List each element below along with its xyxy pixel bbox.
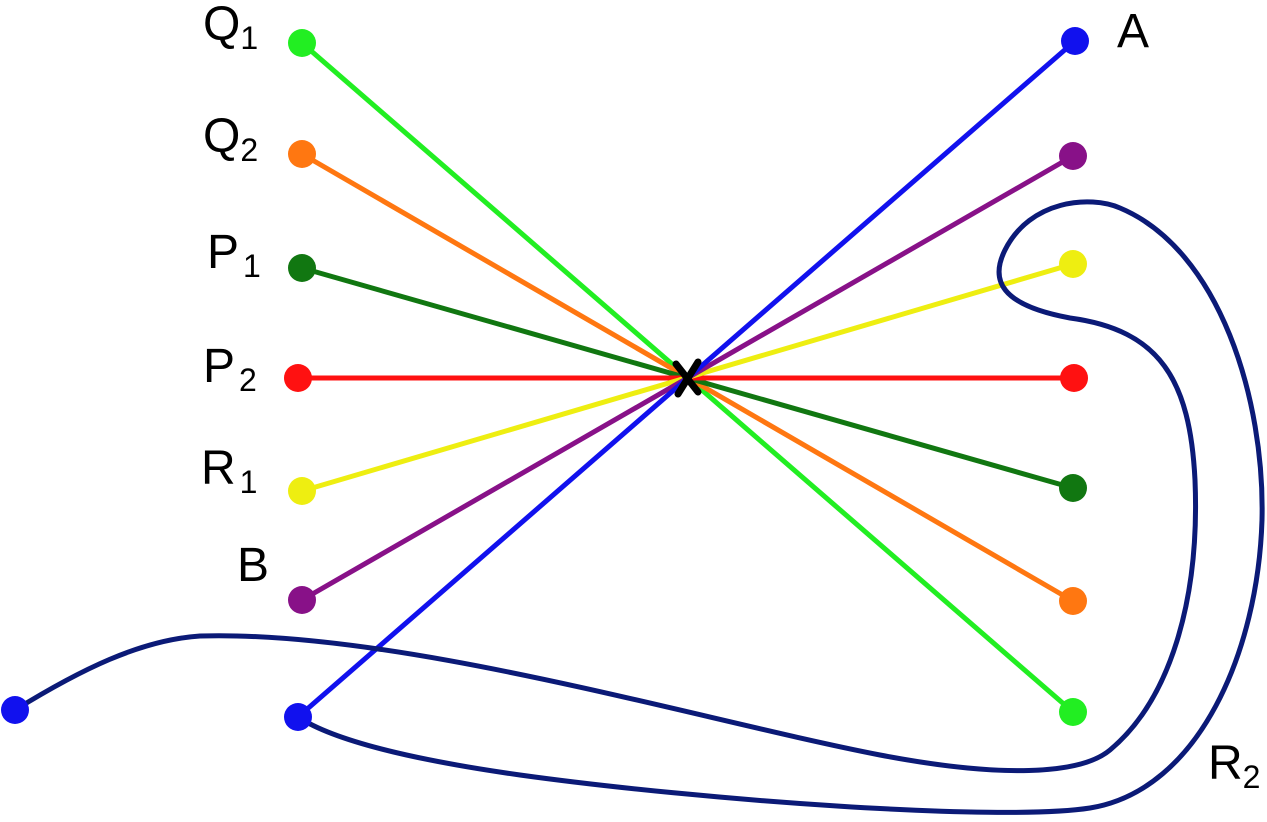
label-q2: Q2 <box>203 110 258 168</box>
dot-q2-left <box>288 140 316 168</box>
label-a: A <box>1117 5 1149 58</box>
label-r2: R2 <box>1208 737 1260 795</box>
dot-b-right <box>1059 142 1087 170</box>
dot-r1-left <box>288 477 316 505</box>
label-b: B <box>237 539 269 592</box>
dot-far-left <box>1 696 29 724</box>
dot-q1-right <box>1059 698 1087 726</box>
dot-b-left <box>288 586 316 614</box>
dot-q1-left <box>288 29 316 57</box>
label-q1: Q1 <box>203 0 258 56</box>
dot-a-right <box>1061 27 1089 55</box>
dot-p1-left <box>288 254 316 282</box>
dot-q2-right <box>1059 587 1087 615</box>
curve-lower <box>13 199 1265 815</box>
dot-p2-right <box>1060 364 1088 392</box>
dot-a-left <box>284 703 312 731</box>
dot-p2-left <box>284 364 312 392</box>
dot-r1-right <box>1059 250 1087 278</box>
crossing-mark <box>672 358 702 398</box>
dot-p1-right <box>1059 474 1087 502</box>
